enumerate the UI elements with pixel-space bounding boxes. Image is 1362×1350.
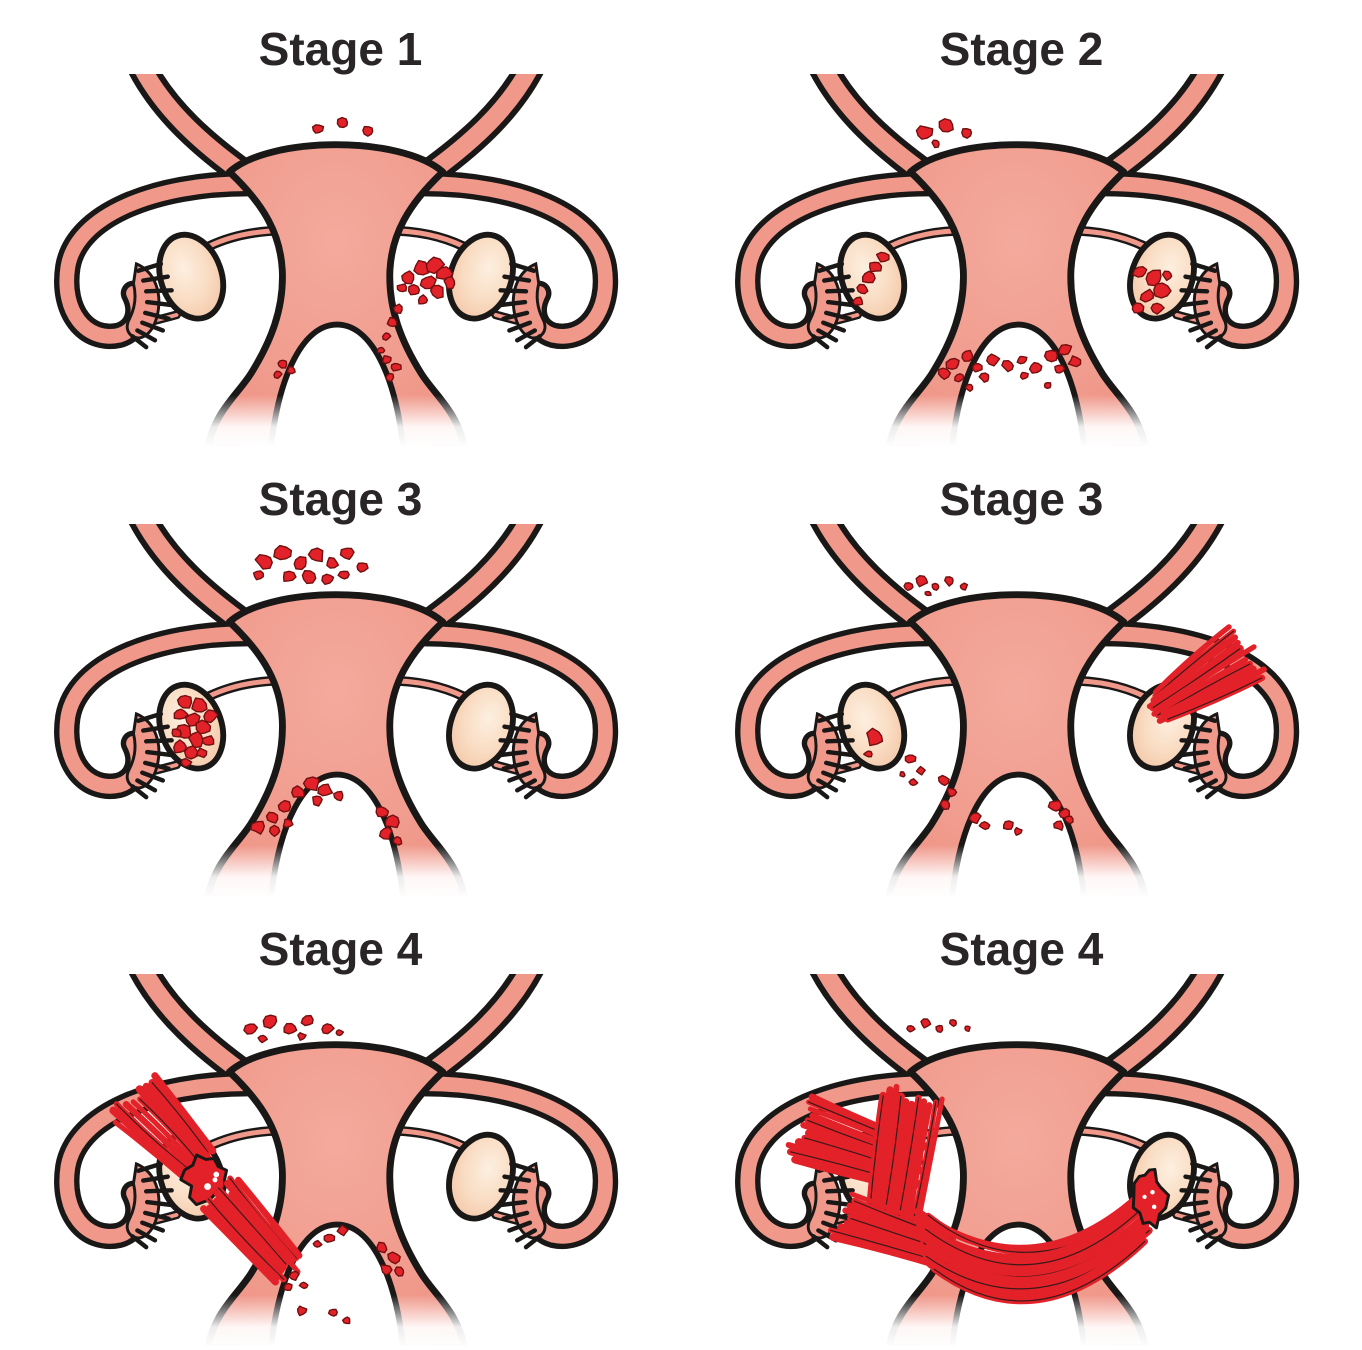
stage-panel-4: Stage 3 [681,450,1362,900]
stage-panel-2: Stage 2 [681,0,1362,450]
lesions-fundus-dots-3b [902,575,968,597]
stage-title: Stage 1 [258,23,423,75]
lesions-culdesac-bridge-adhesion [912,1192,1154,1305]
lesion-overlays [785,1018,1170,1305]
lesions-left-ovary-spots [862,727,883,758]
stage-title: Stage 3 [258,473,423,525]
lesions-wall-trail-right [376,303,403,354]
lesions-left-ovary-chain [851,251,890,306]
stage-title: Stage 4 [258,923,423,975]
uterus-diagram-stage-3-right [712,524,1332,896]
stage-title: Stage 2 [939,23,1104,75]
lesions-adhesion-band-lower-left [199,1175,302,1286]
lesions-fundus-cluster-4a [242,1014,344,1044]
stage-title: Stage 4 [939,923,1104,975]
lesion-overlays [851,118,1172,393]
lesions-culdesac-band [937,343,1081,393]
uterus-diagram-stage-4-left [31,974,651,1346]
lesions-culdesac-left-trio [272,359,296,380]
lesions-fundus-dots-2 [915,118,972,149]
stage-panel-1: Stage 1 [0,0,681,450]
uterus-diagram-stage-2 [712,74,1332,446]
uterus-diagram-stage-1 [31,74,651,446]
lesions-right-ovary-cluster [1131,265,1172,315]
lesions-culdesac-scatter-4a [283,1224,404,1325]
lesions-fundus-dots-4b [905,1018,971,1034]
stage-panel-5: Stage 4 [0,900,681,1350]
lesion-overlays [272,116,455,383]
stage-panel-6: Stage 4 [681,900,1362,1350]
lesion-overlays [108,1014,404,1325]
lesion-overlays [862,575,1267,836]
lesions-culdesac-right-trio [381,355,402,383]
lesions-left-ovary-filled [170,694,219,768]
lesions-fundus-dots-1 [311,116,373,137]
stage-title: Stage 3 [939,473,1104,525]
lesions-paraovarian-cluster-right [396,256,455,305]
lesions-culdesac-cluster-3a [249,776,402,846]
lesions-culdesac-scatter-3b [898,754,1074,836]
stage-panel-3: Stage 3 [0,450,681,900]
lesions-fundus-cluster-large [252,544,369,586]
lesions-right-ovary-mass [1131,1167,1170,1230]
lesions-right-adhesion-fan [1146,624,1267,724]
uterus-diagram-stage-4-right [712,974,1332,1346]
uterus-diagram-stage-3-left [31,524,651,896]
lesions-adhesion-band-upper-left [108,1072,216,1185]
lesion-overlays [170,544,402,846]
